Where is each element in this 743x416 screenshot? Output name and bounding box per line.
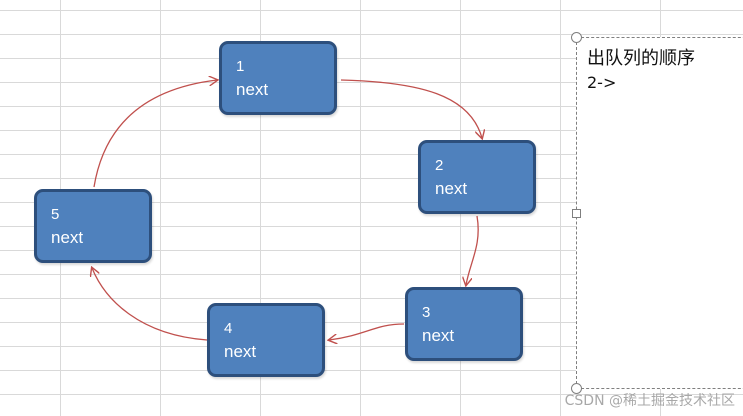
node-number: 3 [422, 304, 431, 321]
textbox-title: 出队列的顺序 [587, 48, 695, 69]
textbox-sequence: 2-> [587, 73, 617, 92]
queue-node-2[interactable]: 2 next [418, 140, 536, 214]
arrow-1-to-2 [340, 79, 482, 138]
node-next-label: next [236, 80, 269, 99]
node-number: 1 [236, 58, 245, 75]
node-next-label: next [224, 342, 257, 361]
arrow-5-to-1 [93, 80, 217, 188]
node-number: 4 [224, 320, 233, 337]
dequeue-order-textbox[interactable]: 出队列的顺序 2-> [576, 37, 743, 389]
queue-node-3[interactable]: 3 next [405, 287, 523, 361]
watermark: CSDN @稀土掘金技术社区 [564, 393, 735, 409]
node-number: 2 [435, 157, 444, 174]
node-next-label: next [51, 228, 84, 247]
queue-node-1[interactable]: 1 next [219, 41, 337, 115]
arrow-3-to-4 [329, 323, 405, 340]
node-next-label: next [422, 326, 455, 345]
arrow-4-to-5 [92, 268, 208, 341]
node-next-label: next [435, 179, 468, 198]
queue-node-5[interactable]: 5 next [34, 189, 152, 263]
node-number: 5 [51, 206, 60, 223]
resize-handle-middle-left[interactable] [572, 209, 581, 218]
arrow-2-to-3 [466, 215, 479, 285]
queue-node-4[interactable]: 4 next [207, 303, 325, 377]
resize-handle-top-left[interactable] [571, 32, 582, 43]
resize-handle-bottom-left[interactable] [571, 383, 582, 394]
